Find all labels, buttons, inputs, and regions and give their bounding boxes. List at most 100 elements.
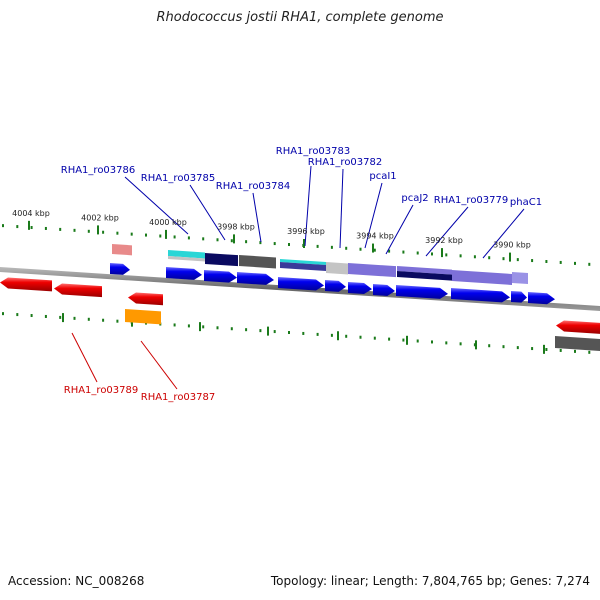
accession-text: Accession: NC_008268 bbox=[8, 574, 145, 588]
ruler-dot bbox=[402, 338, 405, 342]
annotation-block bbox=[205, 253, 238, 267]
label-leader-lines bbox=[71, 165, 525, 390]
annotation-blocks bbox=[112, 244, 600, 351]
ruler-label: 4002 kbp bbox=[81, 213, 119, 222]
ruler-dot bbox=[516, 258, 519, 262]
ruler-dot bbox=[488, 344, 491, 348]
ruler-major-tick bbox=[406, 335, 408, 345]
ruler-dot bbox=[359, 247, 362, 251]
ruler-dot bbox=[44, 314, 47, 318]
ruler-dot bbox=[259, 241, 262, 245]
ruler-dot bbox=[445, 253, 448, 257]
forward-gene-arrow bbox=[348, 282, 372, 295]
forward-label-leader bbox=[482, 208, 525, 259]
ruler-major-tick bbox=[509, 252, 511, 262]
ruler-dot bbox=[330, 333, 333, 337]
genome-summary: Topology: linear; Length: 7,804,765 bp; … bbox=[270, 574, 590, 588]
forward-gene-arrow bbox=[396, 285, 448, 299]
forward-label-leader bbox=[252, 192, 262, 243]
ruler-dot bbox=[16, 313, 19, 317]
annotation-block bbox=[168, 256, 205, 262]
ruler-dot bbox=[173, 323, 176, 327]
ruler-major-tick bbox=[233, 234, 235, 244]
annotation-block bbox=[326, 262, 348, 275]
ruler-major-tick bbox=[543, 344, 545, 354]
reverse-gene-label: RHA1_ro03787 bbox=[141, 392, 216, 403]
reverse-gene-arrow bbox=[128, 292, 163, 306]
forward-label-leader bbox=[124, 176, 189, 235]
ruler-major-tick bbox=[475, 340, 477, 350]
annotation-block bbox=[125, 309, 161, 325]
ruler-dot bbox=[359, 335, 362, 339]
forward-label-leader bbox=[189, 184, 226, 241]
ruler-label: 4004 kbp bbox=[12, 209, 50, 218]
ruler-dot bbox=[16, 225, 19, 229]
ruler-dot bbox=[187, 236, 190, 240]
forward-gene-arrow bbox=[451, 288, 510, 303]
reverse-label-leader bbox=[140, 340, 178, 390]
ruler-major-tick bbox=[372, 243, 374, 253]
reverse-gene-label: RHA1_ro03789 bbox=[64, 385, 139, 396]
ruler-dot bbox=[245, 328, 248, 332]
annotation-block bbox=[112, 244, 132, 256]
forward-label-leader bbox=[304, 165, 312, 247]
ruler-dot bbox=[44, 226, 47, 230]
ruler-dot bbox=[388, 249, 391, 253]
ruler-dot bbox=[73, 316, 76, 320]
ruler-major-tick bbox=[62, 313, 64, 323]
ruler-major-tick bbox=[303, 238, 305, 248]
ruler-major-tick bbox=[165, 229, 167, 239]
forward-label-leader bbox=[385, 204, 414, 255]
ruler-dot bbox=[173, 235, 176, 239]
annotation-block bbox=[280, 259, 326, 266]
forward-gene-arrow bbox=[511, 291, 527, 303]
forward-label-leader bbox=[339, 168, 344, 249]
ruler-dot bbox=[245, 240, 248, 244]
ruler-dot bbox=[2, 224, 4, 228]
ruler-dot bbox=[574, 261, 576, 265]
ruler-dot bbox=[87, 317, 90, 321]
ruler-dot bbox=[431, 252, 433, 256]
reverse-gene-arrow bbox=[54, 283, 102, 298]
forward-gene-arrow bbox=[528, 292, 555, 305]
forward-gene-arrow bbox=[278, 277, 324, 291]
ruler-dot bbox=[130, 232, 133, 236]
ruler-dot bbox=[230, 327, 233, 331]
ruler-dot bbox=[588, 350, 591, 354]
ruler-dot bbox=[488, 256, 491, 260]
ruler-dot bbox=[459, 254, 462, 258]
ruler-dot bbox=[102, 230, 105, 234]
ruler-dot bbox=[230, 239, 233, 243]
annotation-block bbox=[452, 270, 512, 285]
annotation-block bbox=[168, 250, 205, 259]
ruler-dot bbox=[502, 345, 505, 349]
ruler-dot bbox=[288, 243, 290, 247]
gene-arrows bbox=[0, 263, 600, 334]
ruler-label: 3992 kbp bbox=[425, 236, 463, 245]
ruler-dot bbox=[373, 336, 376, 340]
ruler-dot bbox=[116, 319, 119, 323]
ruler-dot bbox=[316, 332, 319, 336]
ruler-dot bbox=[145, 233, 147, 237]
ruler-dot bbox=[373, 248, 376, 252]
ruler-dot bbox=[116, 231, 119, 235]
ruler-dot bbox=[559, 260, 562, 264]
ruler-dot bbox=[545, 347, 548, 351]
ruler-major-tick bbox=[28, 220, 30, 230]
ruler-dot bbox=[30, 314, 33, 318]
ruler-dot bbox=[288, 331, 290, 335]
ruler-dot bbox=[73, 228, 76, 232]
forward-gene-label: phaC1 bbox=[510, 197, 542, 208]
ruler-major-tick bbox=[267, 326, 269, 336]
forward-gene-arrow bbox=[325, 280, 346, 292]
ruler-major-tick bbox=[97, 225, 99, 235]
reverse-gene-arrow bbox=[556, 320, 600, 334]
reverse-gene-arrow bbox=[0, 277, 52, 292]
ruler-major-tick bbox=[337, 331, 339, 341]
ruler-dot bbox=[473, 343, 476, 347]
ruler-dot bbox=[259, 329, 262, 333]
ruler-dot bbox=[545, 259, 548, 263]
reverse-label-leader bbox=[71, 332, 98, 383]
